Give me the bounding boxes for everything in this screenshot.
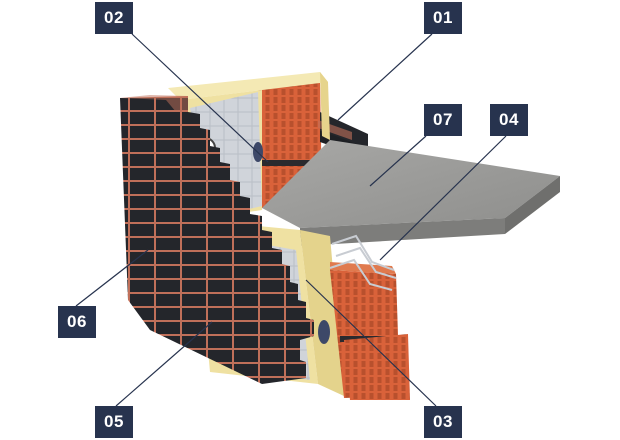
leader-05 — [115, 321, 213, 407]
leader-06 — [75, 249, 149, 307]
callout-03: 03 — [424, 406, 462, 438]
leader-01 — [337, 33, 433, 121]
callout-07: 07 — [424, 104, 462, 136]
callout-06: 06 — [58, 306, 96, 338]
leader-lines — [75, 33, 507, 407]
lower-block-wall — [330, 262, 410, 400]
leader-03 — [305, 279, 437, 407]
callout-01: 01 — [424, 2, 462, 34]
concrete-slab — [262, 140, 560, 246]
leader-02 — [131, 33, 269, 163]
callout-02: 02 — [95, 2, 133, 34]
facing-brick-wall — [120, 95, 314, 384]
leader-04 — [379, 135, 507, 261]
callout-05: 05 — [95, 406, 133, 438]
leader-07 — [369, 135, 427, 187]
callout-04: 04 — [490, 104, 528, 136]
wall-ties — [329, 234, 397, 291]
